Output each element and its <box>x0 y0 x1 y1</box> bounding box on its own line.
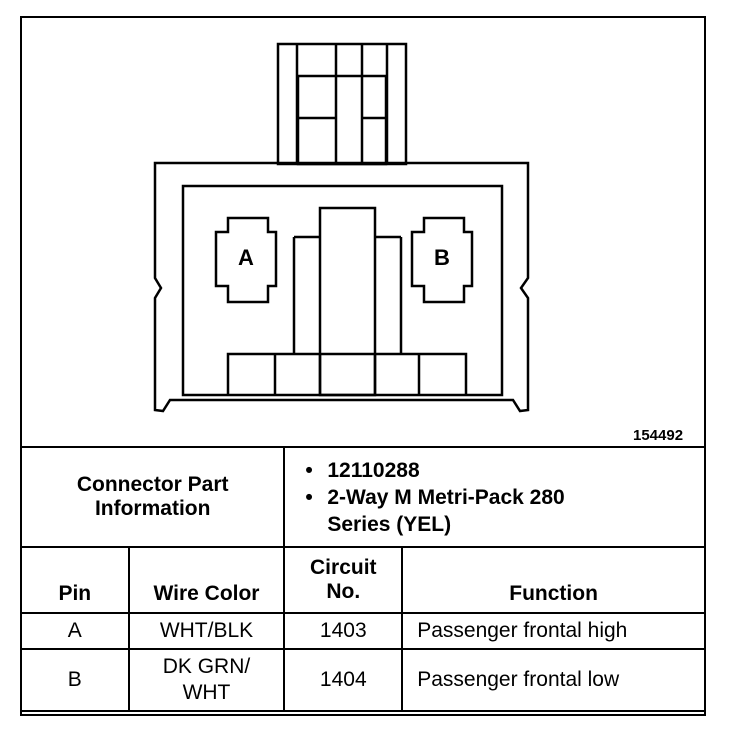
header-circuit-no: Circuit No. <box>283 546 404 614</box>
bottom-lock-segments <box>226 352 468 395</box>
part-number: 12110288 <box>285 457 704 484</box>
cavity-a <box>214 216 278 304</box>
row-b-pin: B <box>20 648 130 712</box>
connector-latch <box>276 42 408 166</box>
cavity-a-label: A <box>238 245 254 270</box>
header-pin: Pin <box>20 546 130 614</box>
row-b-wire-color-text: DK GRN/ WHT <box>162 655 251 704</box>
part-info-label-text: Connector Part Information <box>76 473 229 520</box>
part-description: 2-Way M Metri-Pack 280 Series (YEL) <box>285 484 567 538</box>
cavity-b <box>410 216 474 304</box>
row-a-function: Passenger frontal high <box>401 612 706 650</box>
row-b-function: Passenger frontal low <box>401 648 706 712</box>
table-row: B DK GRN/ WHT 1404 Passenger frontal low <box>20 648 706 712</box>
header-circuit-no-text: Circuit No. <box>310 556 377 603</box>
part-info-details: 12110288 2-Way M Metri-Pack 280 Series (… <box>283 446 706 548</box>
figure-number: 154492 <box>633 427 684 444</box>
row-b-circuit: 1404 <box>283 648 404 712</box>
row-a-pin: A <box>20 612 130 650</box>
header-row: Pin Wire Color Circuit No. Function <box>20 546 706 614</box>
connector-housing <box>153 161 530 413</box>
diagram-frame <box>20 16 706 716</box>
part-info-row: Connector Part Information 12110288 2-Wa… <box>19 446 706 548</box>
row-a-circuit: 1403 <box>283 612 404 650</box>
center-key <box>292 206 403 397</box>
row-b-wire-color: DK GRN/ WHT <box>127 648 286 712</box>
table-row: A WHT/BLK 1403 Passenger frontal high <box>20 612 706 650</box>
part-info-list: 12110288 2-Way M Metri-Pack 280 Series (… <box>285 457 704 538</box>
header-function: Function <box>401 546 706 614</box>
header-wire-color: Wire Color <box>127 546 286 614</box>
cavity-b-label: B <box>434 245 450 270</box>
connector-diagram: A B <box>153 42 530 413</box>
part-info-label: Connector Part Information <box>19 446 286 548</box>
row-a-wire-color: WHT/BLK <box>127 612 286 650</box>
connector-face <box>181 184 504 397</box>
connector-info-table: Connector Part Information 12110288 2-Wa… <box>19 446 706 712</box>
